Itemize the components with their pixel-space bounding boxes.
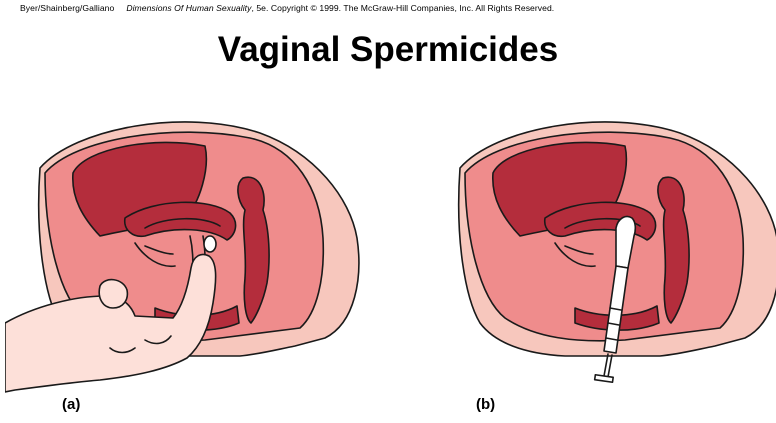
page-title: Vaginal Spermicides (217, 30, 559, 69)
panel-label-a: (a) (62, 396, 81, 413)
illustration-b (430, 118, 776, 398)
copyright-header: Byer/Shainberg/Galliano Dimensions Of Hum… (20, 3, 760, 13)
header-copyright: , 5e. Copyright © 1999. The McGraw-Hill … (251, 3, 555, 13)
header-book-title: Dimensions Of Human Sexuality (126, 3, 252, 13)
panel-label-b: (b) (476, 396, 496, 413)
anatomy-applicator-insertion-illustration (457, 121, 776, 384)
illustration-a (5, 118, 365, 398)
header-authors: Byer/Shainberg/Galliano (20, 3, 115, 13)
anatomy-finger-insertion-illustration (5, 121, 360, 393)
